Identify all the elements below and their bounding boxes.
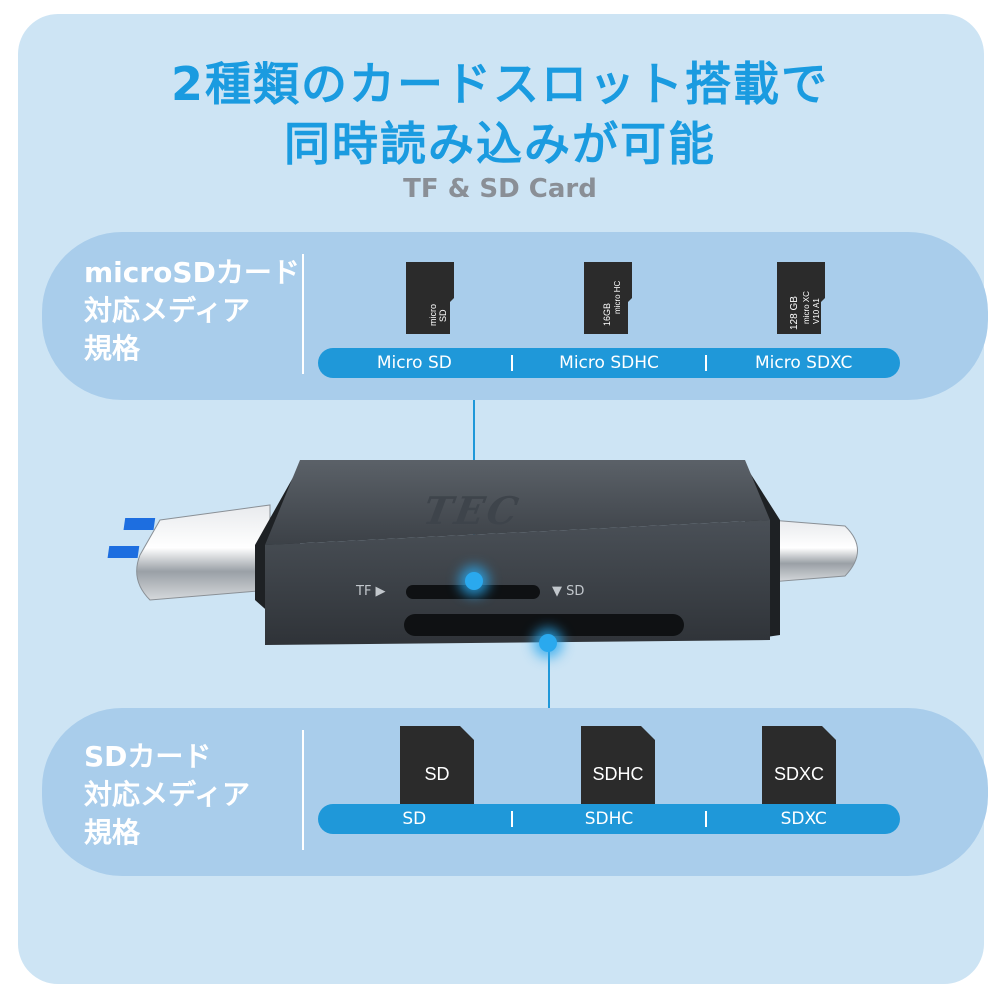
microsd-media-group: microSDカード 対応メディア 規格 micro SD 16GB micro… xyxy=(42,232,988,400)
svg-text:SDHC: SDHC xyxy=(592,764,643,784)
headline-line-1: 2種類のカードスロット搭載で xyxy=(170,57,829,111)
bar-separator xyxy=(510,355,513,371)
svg-text:micro XC: micro XC xyxy=(802,291,811,324)
media-type-label: SDXC xyxy=(780,809,827,829)
sd-group-label: SDカード 対応メディア 規格 xyxy=(84,740,251,849)
svg-text:128 GB: 128 GB xyxy=(789,296,800,330)
bar-separator xyxy=(705,355,708,371)
sd-connector-line xyxy=(548,644,550,708)
svg-text:micro: micro xyxy=(428,304,438,326)
microsdhc-card-icon: 16GB micro HC xyxy=(584,262,632,334)
media-type-label: Micro SDHC xyxy=(559,353,659,373)
microsd-type-bar: Micro SD Micro SDHC Micro SDXC xyxy=(318,348,900,378)
sd-type-bar: SD SDHC SDXC xyxy=(318,804,900,834)
vertical-divider xyxy=(302,730,304,850)
sdxc-card-icon: SDXC xyxy=(762,726,836,822)
media-type-label: SD xyxy=(402,809,427,829)
svg-text:V10 A1: V10 A1 xyxy=(812,298,821,324)
sdhc-card-icon: SDHC xyxy=(581,726,655,822)
bar-separator xyxy=(705,811,708,827)
tf-slot-label: TF ▶ xyxy=(356,584,386,599)
sd-card-icon: SD xyxy=(400,726,474,822)
brand-logo: TEC xyxy=(420,488,525,533)
media-type-label: SDHC xyxy=(584,809,634,829)
sd-slot-indicator xyxy=(539,634,557,652)
svg-text:SDXC: SDXC xyxy=(774,764,824,784)
svg-text:SD: SD xyxy=(424,764,449,784)
microsdxc-card-icon: 128 GB micro XC V10 A1 xyxy=(777,262,825,334)
subtitle: TF & SD Card xyxy=(403,174,597,204)
sd-slot-label: ▼ SD xyxy=(552,584,585,599)
bar-separator xyxy=(510,811,513,827)
microsd-group-label: microSDカード 対応メディア 規格 xyxy=(84,256,300,365)
svg-text:micro HC: micro HC xyxy=(613,280,622,314)
sd-media-group: SDカード 対応メディア 規格 SD SDHC SDXC SD SDHC SDX… xyxy=(42,708,988,876)
media-type-label: Micro SDXC xyxy=(755,353,853,373)
vertical-divider xyxy=(302,254,304,374)
svg-text:16GB: 16GB xyxy=(602,303,612,326)
headline-line-2: 同時読み込みが可能 xyxy=(284,117,716,171)
svg-text:SD: SD xyxy=(438,309,448,322)
media-type-label: Micro SD xyxy=(376,353,452,373)
microsd-card-icon: micro SD xyxy=(406,262,454,334)
tf-slot-indicator xyxy=(465,572,483,590)
